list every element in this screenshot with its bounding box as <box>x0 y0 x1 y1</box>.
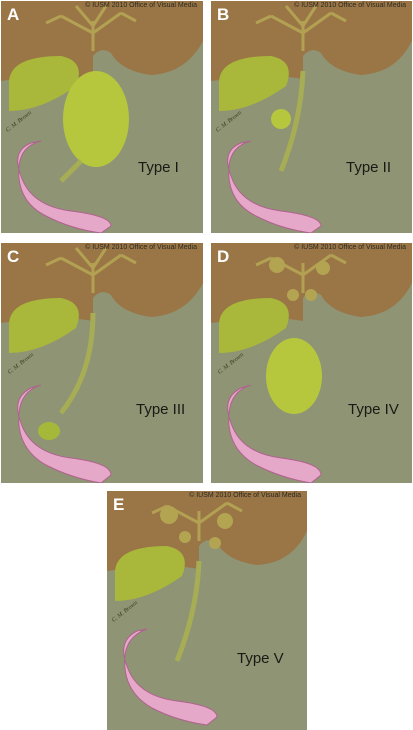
type-i-illustration <box>1 1 203 233</box>
panel-c: C © IUSM 2010 Office of Visual Media Typ… <box>1 243 203 483</box>
panel-letter: E <box>113 495 125 514</box>
panel-e: E © IUSM 2010 Office of Visual Media Typ… <box>107 491 307 730</box>
gallbladder-left <box>219 56 289 111</box>
duodenum <box>17 140 112 233</box>
choledochal-cyst <box>266 338 322 414</box>
duodenum <box>17 384 112 483</box>
copyright-credit: © IUSM 2010 Office of Visual Media <box>85 244 197 251</box>
copyright-credit: © IUSM 2010 Office of Visual Media <box>294 244 406 251</box>
gallbladder-left <box>219 298 289 353</box>
panel-d: D © IUSM 2010 Office of Visual Media Typ… <box>211 243 412 483</box>
type-iii-illustration <box>1 243 203 483</box>
type-v-illustration <box>107 491 307 726</box>
copyright-credit: © IUSM 2010 Office of Visual Media <box>294 2 406 9</box>
panel-a: A © IUSM 2010 Office of Visual Media Typ… <box>1 1 203 233</box>
type-label: Type IV <box>348 401 399 418</box>
copyright-credit: © IUSM 2010 Office of Visual Media <box>189 492 301 499</box>
intrahepatic-ducts <box>45 247 137 293</box>
panel-letter: A <box>7 5 20 24</box>
type-label: Type I <box>138 159 179 176</box>
duodenum <box>227 140 322 233</box>
common-duct <box>278 70 306 172</box>
gallbladder-left <box>9 56 79 111</box>
type-label: Type II <box>346 159 392 176</box>
type-ii-illustration <box>211 1 412 233</box>
copyright-credit: © IUSM 2010 Office of Visual Media <box>85 2 197 9</box>
gallbladder-left <box>115 546 185 601</box>
panel-letter: D <box>217 247 230 266</box>
type-iv-illustration <box>211 243 412 483</box>
common-duct <box>174 560 202 662</box>
duodenum <box>123 628 218 726</box>
common-duct <box>59 312 96 415</box>
intrahepatic-ducts <box>151 501 243 541</box>
choledochal-cyst <box>63 71 129 167</box>
choledochal-cyst <box>38 422 60 440</box>
type-label: Type V <box>237 650 284 667</box>
intrahepatic-ducts <box>255 5 347 51</box>
panel-b: B © IUSM 2010 Office of Visual Media Typ… <box>211 1 412 233</box>
distal-duct <box>59 159 83 183</box>
intrahepatic-ducts <box>45 5 137 51</box>
type-label: Type III <box>136 401 186 418</box>
choledochal-cyst <box>271 109 291 129</box>
panel-letter: B <box>217 5 230 24</box>
duodenum <box>227 384 322 483</box>
panel-letter: C <box>7 247 20 266</box>
gallbladder-left <box>9 298 79 353</box>
